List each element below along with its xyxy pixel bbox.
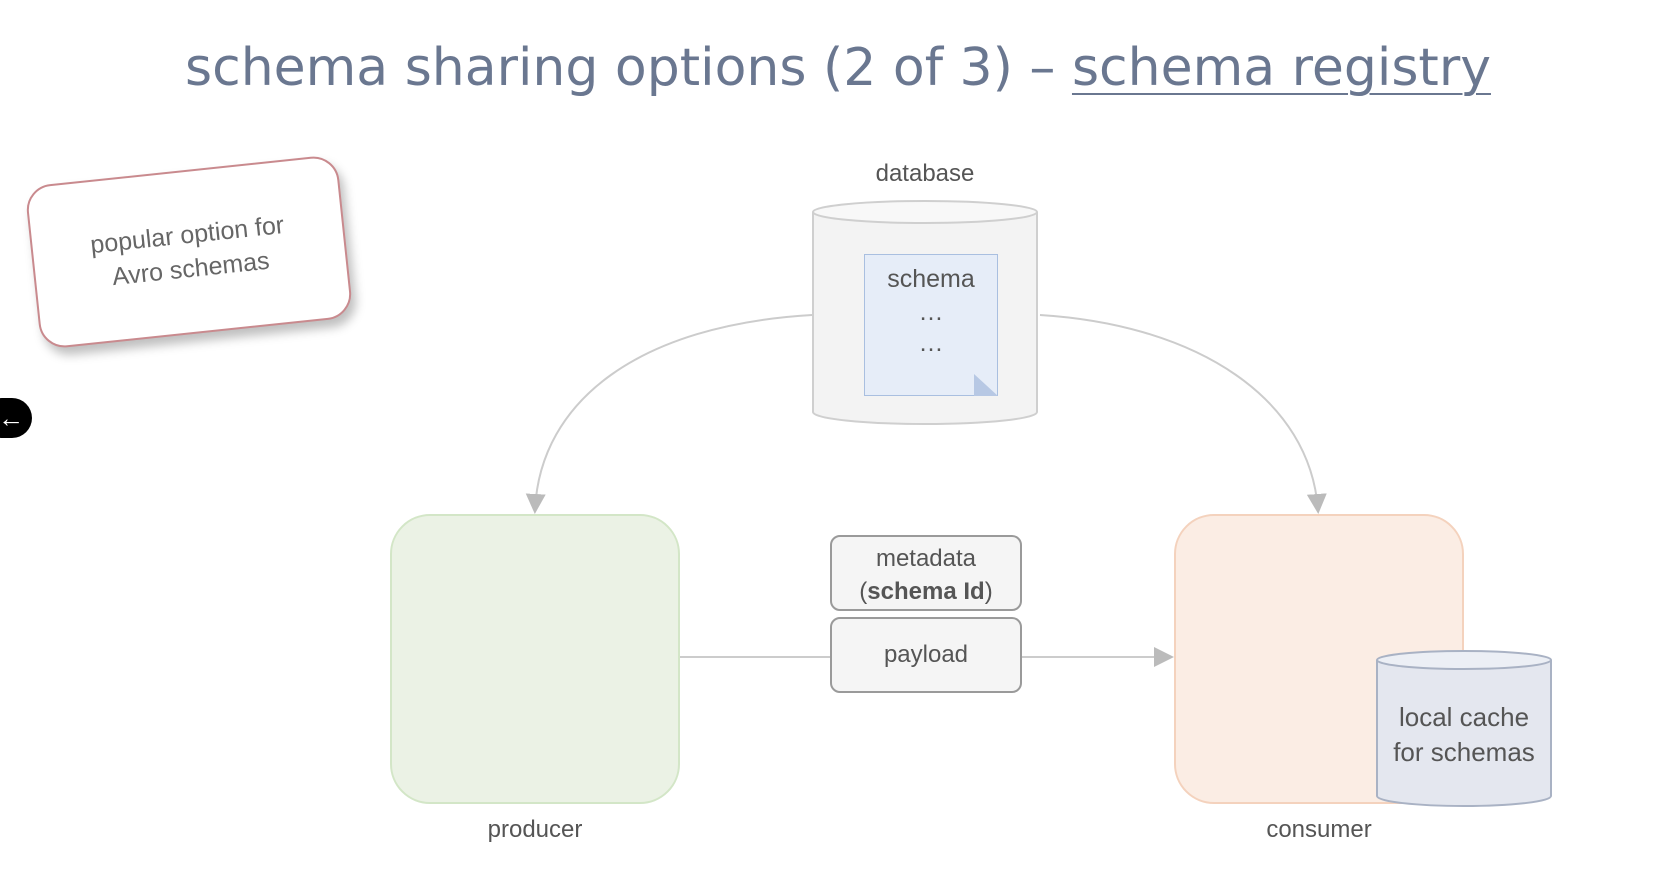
producer-label: producer <box>487 816 583 843</box>
metadata-label: metadata <box>875 545 977 572</box>
doc-line-2: … <box>918 298 944 326</box>
local-cache-label: local cache for schemas <box>1376 700 1552 770</box>
cache-line-2: for schemas <box>1393 737 1535 767</box>
local-cache-cylinder <box>1376 650 1552 807</box>
schema-id-line: (schema Id) <box>859 578 993 605</box>
arrow-left-icon: ← <box>0 402 24 433</box>
db-to-consumer-arrow <box>1039 314 1327 514</box>
doc-line-3: … <box>918 329 944 357</box>
metadata-block: metadata (schema Id) <box>830 535 1022 611</box>
page-title: schema sharing options (2 of 3) – schema… <box>0 38 1676 98</box>
consumer-label: consumer <box>1266 816 1372 843</box>
db-to-producer-arrow <box>525 314 813 514</box>
title-prefix: schema sharing options (2 of 3) – <box>185 38 1072 98</box>
doc-line-1: schema <box>887 265 975 293</box>
back-button[interactable]: ← <box>0 398 32 438</box>
producer-box <box>390 514 680 804</box>
schema-document: schema … … <box>864 254 998 396</box>
database-label: database <box>875 160 975 187</box>
payload-block: payload <box>830 617 1022 693</box>
schema-id-label: schema Id <box>867 578 985 605</box>
title-highlight: schema registry <box>1071 38 1491 98</box>
page-fold-icon <box>974 374 998 396</box>
cache-line-1: local cache <box>1398 702 1530 732</box>
